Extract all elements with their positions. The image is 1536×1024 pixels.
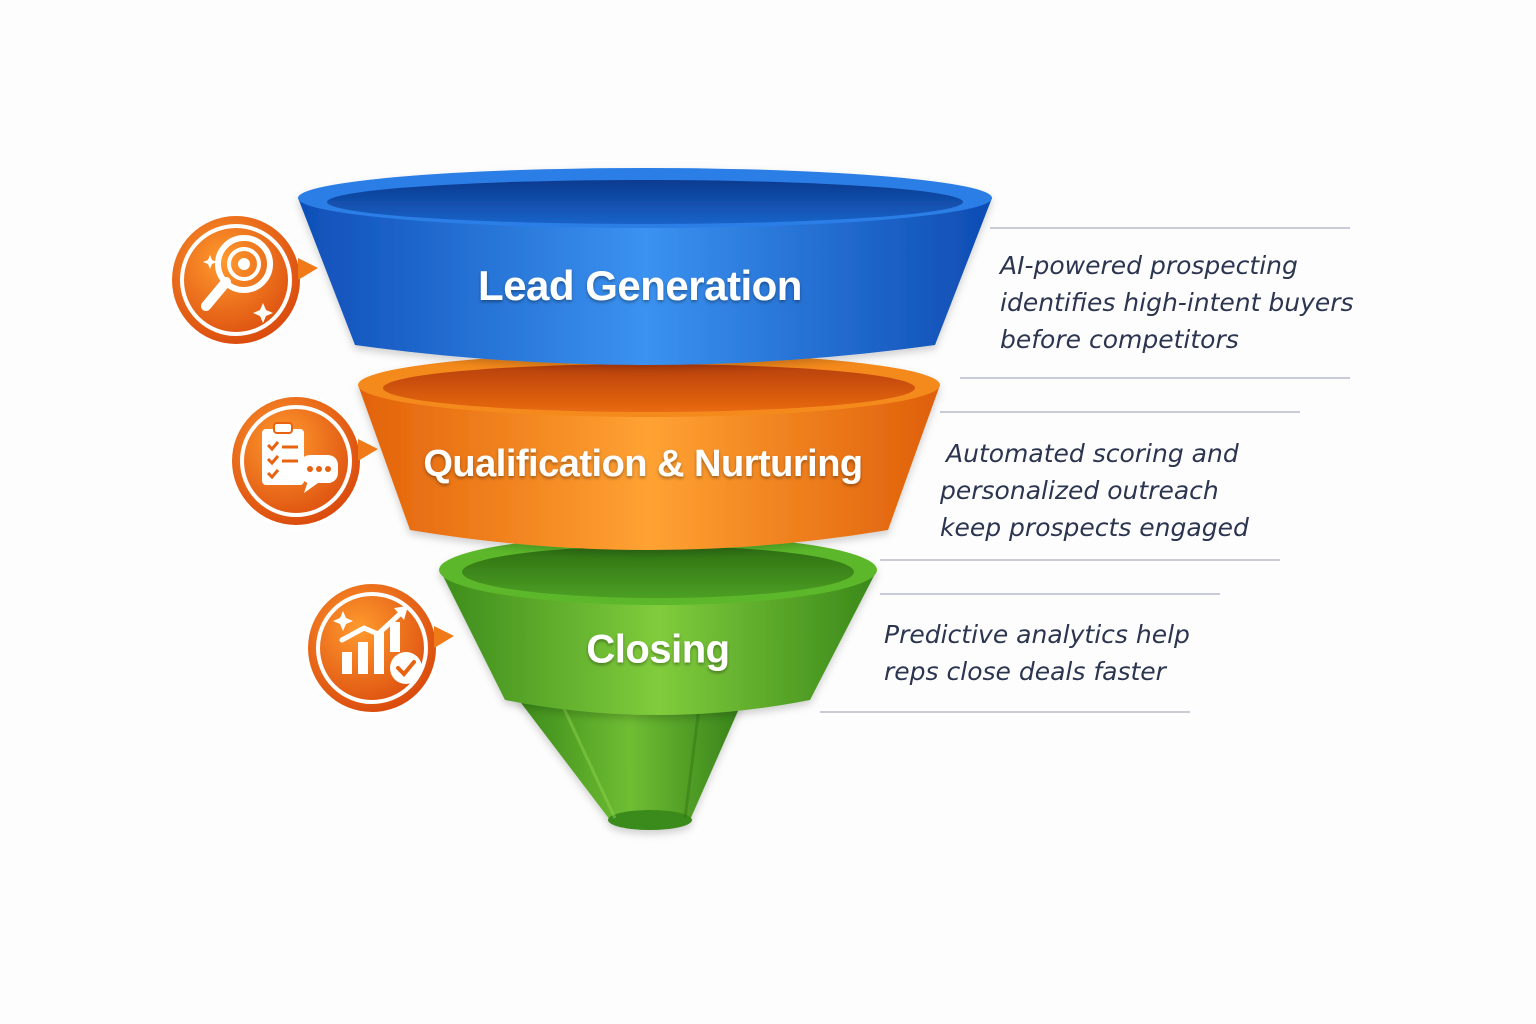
description-line: reps close deals faster xyxy=(884,657,1166,686)
growth-chart-check-icon xyxy=(304,580,454,716)
description-line: Predictive analytics help xyxy=(884,620,1190,649)
description-line: keep prospects engaged xyxy=(940,513,1249,542)
description-qualification: Automated scoring and personalized outre… xyxy=(940,435,1249,546)
stage-title-closing: Closing xyxy=(586,628,729,672)
stage-title-lead-generation: Lead Generation xyxy=(478,262,802,309)
stage-title-qualification: Qualification & Nurturing xyxy=(423,443,862,485)
funnel-tier-lead-generation xyxy=(298,168,992,365)
description-line: identifies high-intent buyers xyxy=(1000,288,1354,317)
funnel-spout xyxy=(515,695,745,830)
leader-lines xyxy=(820,227,1350,713)
description-line: AI-powered prospecting xyxy=(1000,251,1298,280)
funnel-tier-qualification xyxy=(358,353,940,550)
description-line: personalized outreach xyxy=(940,476,1219,505)
clipboard-chat-icon xyxy=(228,393,378,529)
description-line: Automated scoring and xyxy=(946,439,1239,468)
magnifier-target-icon xyxy=(168,212,318,348)
funnel-tier-closing xyxy=(439,535,877,715)
description-lead-generation: AI-powered prospecting identifies high-i… xyxy=(1000,247,1354,358)
description-closing: Predictive analytics help reps close dea… xyxy=(884,616,1190,690)
description-line: before competitors xyxy=(1000,325,1239,354)
